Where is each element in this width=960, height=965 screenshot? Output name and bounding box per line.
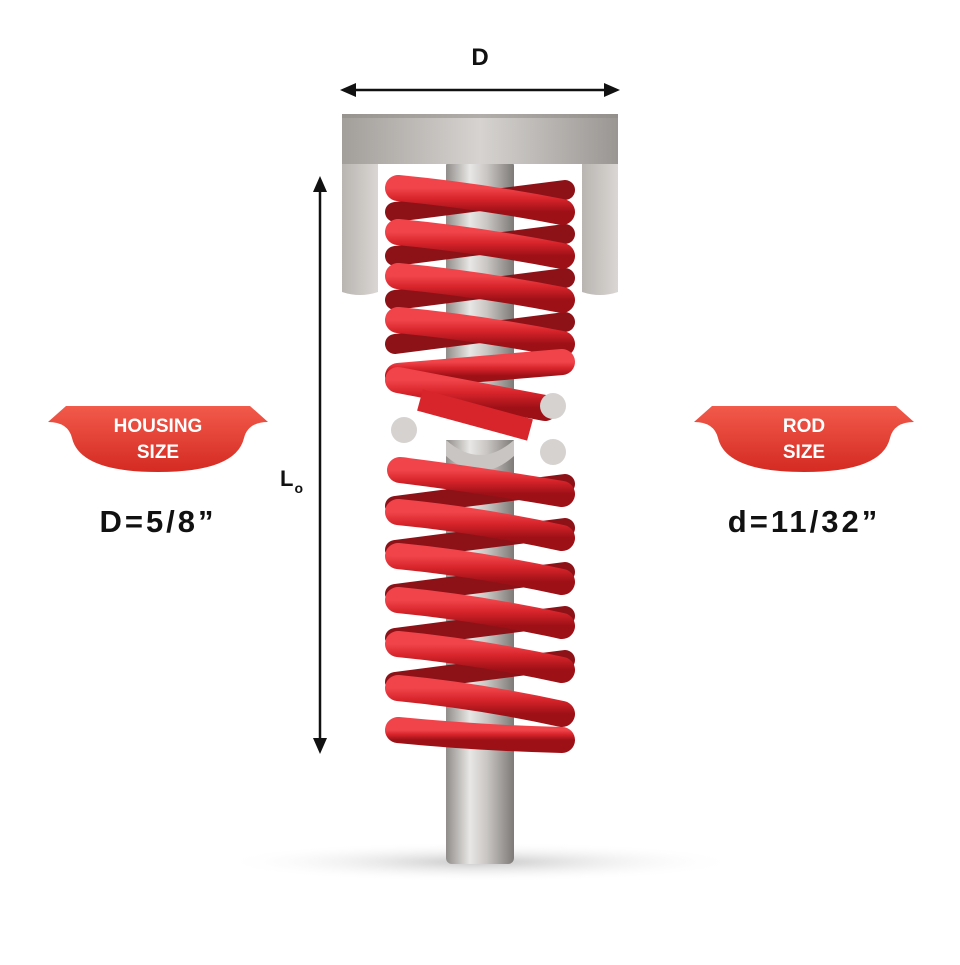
housing-cap <box>342 114 618 295</box>
rod-break-face <box>446 440 514 471</box>
housing-size-value: D=5/8” <box>99 504 217 539</box>
free-length-arrow <box>313 176 327 754</box>
free-length-label: Lo <box>280 466 303 496</box>
housing-badge-line1: HOUSING <box>113 416 203 437</box>
housing-badge-line2: SIZE <box>136 442 180 463</box>
rod-size-badge: ROD SIZE <box>694 398 914 478</box>
spring-lower-coils <box>385 457 575 753</box>
free-length-subscript: o <box>294 480 304 496</box>
housing-size-badge: HOUSING SIZE <box>48 398 268 478</box>
rod-size-value: d=11/32” <box>727 504 881 539</box>
rod-badge-line1: ROD <box>782 416 826 437</box>
outer-diameter-arrow <box>340 83 620 97</box>
spring-upper-coils <box>385 175 575 421</box>
housing-badge-shape <box>48 406 268 472</box>
free-length-symbol: L <box>280 466 294 491</box>
rod-badge-line2: SIZE <box>782 442 826 463</box>
outer-diameter-label: D <box>471 44 489 71</box>
rod-badge-shape <box>694 406 914 472</box>
